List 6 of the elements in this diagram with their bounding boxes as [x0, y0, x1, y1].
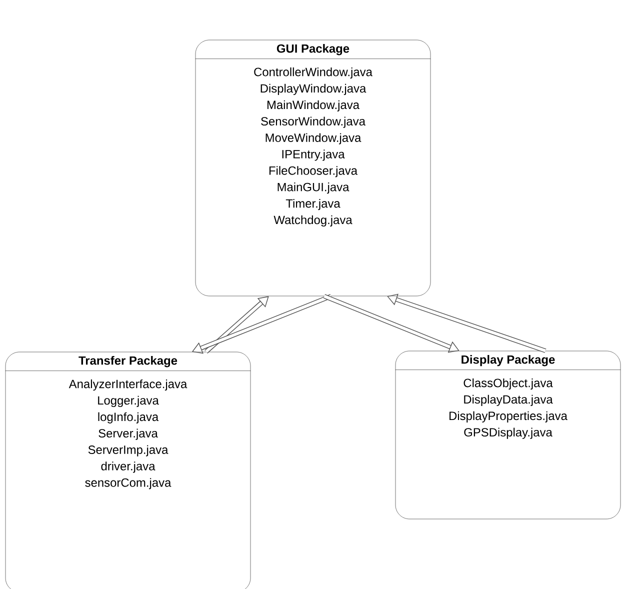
arrow [204, 296, 269, 354]
package-box: Transfer Package AnalyzerInterface.java Logger.java logInfo.java Server.java ServerImp.java driver.java sensorCom.java [5, 352, 251, 589]
package-box: GUI Package ControllerWindow.java DisplayWindow.java MainWindow.java SensorWindow.java MoveWindow.java IPEntry.java FileChooser.java MainGUI.java Timer.java Watchdog.java [195, 40, 431, 296]
package-box: Display Package ClassObject.java DisplayData.java DisplayProperties.java GPSDisplay.java [395, 350, 621, 520]
arrow [323, 294, 460, 353]
arrow [387, 294, 546, 353]
